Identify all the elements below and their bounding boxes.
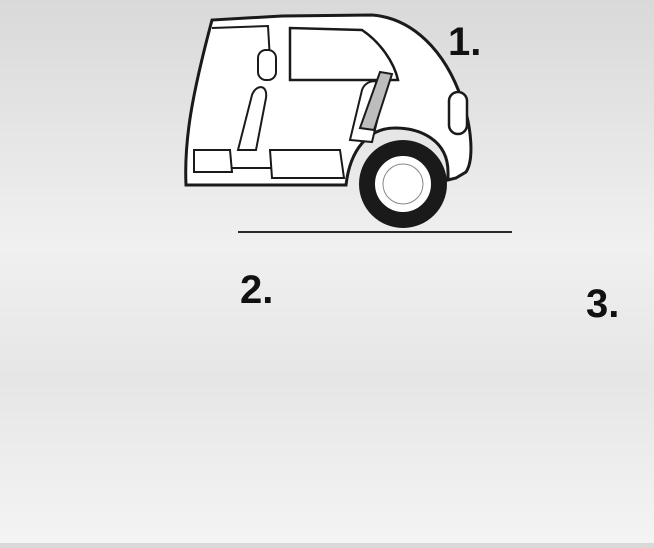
panel-1-side-window [288,26,400,82]
panel-1-wheel-hub [373,154,433,214]
panel-1-rear-seat-cushion [268,149,346,179]
panel-1-door-frame [211,24,271,61]
step-2-label: 2. [240,268,274,312]
panel-1-tail-light [447,90,469,136]
panel-1-front-seat-back [236,86,268,151]
panel-1-wheel-rim [382,163,424,205]
step-1-label: 1. [448,20,482,64]
panel-1 [184,13,512,233]
step-3-label: 3. [586,282,620,326]
panel-1-front-headrest [257,49,277,81]
panel-1-front-seat-cushion [193,149,234,173]
panel-1-rear-trim-panel [358,70,394,132]
